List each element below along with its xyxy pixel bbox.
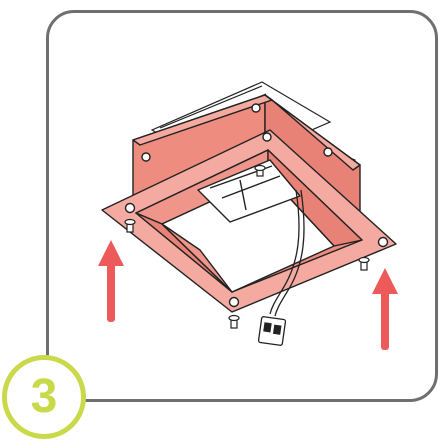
connector-plug-icon — [257, 189, 305, 346]
up-arrow-icon — [372, 268, 398, 350]
trim-flange — [101, 129, 397, 313]
screw-icon — [124, 164, 370, 329]
up-arrow-icon — [98, 240, 124, 322]
step-number: 3 — [30, 370, 58, 423]
step-number-badge: 3 — [2, 355, 86, 439]
